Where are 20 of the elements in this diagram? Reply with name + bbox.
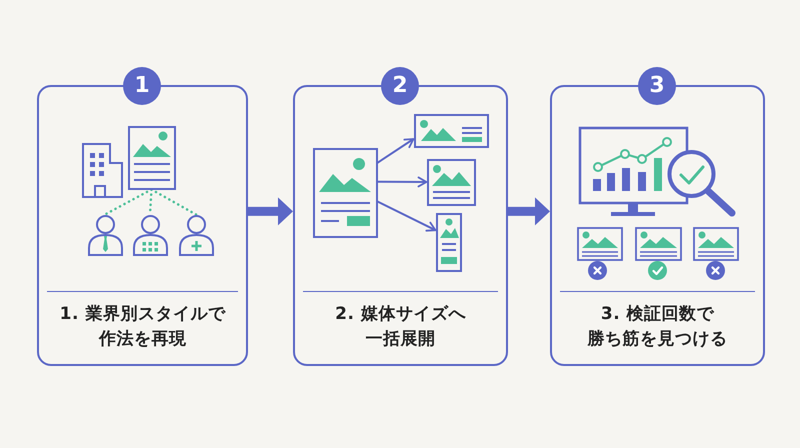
block-arrow <box>248 197 293 226</box>
dotted-connector <box>150 188 198 216</box>
person-icon <box>178 214 214 256</box>
document-icon <box>312 148 378 238</box>
step-caption: 3. 検証回数で勝ち筋を見つける <box>586 303 728 351</box>
arrow <box>377 200 436 232</box>
step-number-badge: 3 <box>638 66 676 105</box>
step-caption: 2. 媒体サイズへ一括展開 <box>334 303 467 351</box>
document-icon <box>128 126 176 190</box>
step-number-badge: 1 <box>123 66 161 105</box>
step-number-badge: 2 <box>381 66 419 105</box>
arrow <box>378 176 428 188</box>
image-card-icon <box>426 158 476 206</box>
block-arrow <box>508 197 550 226</box>
person-icon <box>132 214 168 256</box>
person-icon <box>86 214 124 256</box>
arrow <box>376 138 414 164</box>
landscape-card-icon <box>414 114 488 148</box>
step-caption: 1. 業界別スタイルで作法を再現 <box>58 303 227 351</box>
portrait-card-icon <box>436 212 462 272</box>
